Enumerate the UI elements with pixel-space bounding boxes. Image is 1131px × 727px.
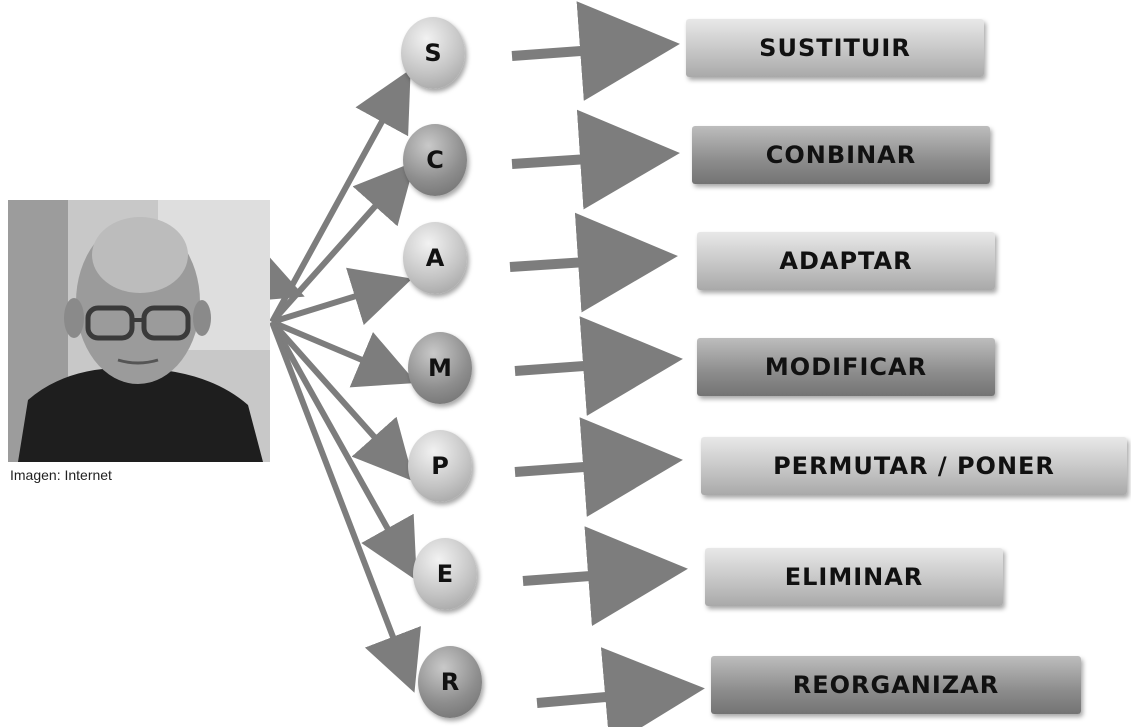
letter-circle-m: M bbox=[408, 332, 472, 404]
image-caption: Imagen: Internet bbox=[10, 467, 112, 483]
row-arrow-s bbox=[511, 1, 680, 101]
letter-circle-c: C bbox=[403, 124, 467, 196]
letter-circle-e: E bbox=[413, 538, 477, 610]
letter-circle-p: P bbox=[408, 430, 472, 502]
fan-arrow-e bbox=[269, 320, 417, 581]
step-box-modificar: MODIFICAR bbox=[697, 338, 995, 396]
row-arrow-r bbox=[536, 647, 705, 727]
portrait-photo bbox=[8, 200, 270, 462]
step-box-sustituir: SUSTITUIR bbox=[686, 19, 984, 77]
letter-circle-a: A bbox=[403, 222, 467, 294]
row-arrow-m bbox=[514, 316, 683, 416]
fan-arrow-a bbox=[271, 267, 413, 326]
step-box-conbinar: CONBINAR bbox=[692, 126, 990, 184]
fan-arrow-r bbox=[269, 320, 421, 693]
step-box-reorganizar: REORGANIZAR bbox=[711, 656, 1081, 714]
fan-arrow-m bbox=[270, 319, 417, 388]
fan-arrow-p bbox=[269, 320, 414, 482]
portrait-arrow bbox=[237, 246, 305, 303]
step-box-adaptar: ADAPTAR bbox=[697, 232, 995, 290]
row-arrow-c bbox=[511, 109, 680, 210]
row-arrow-e bbox=[522, 526, 688, 627]
letter-circle-r: R bbox=[418, 646, 482, 718]
row-arrow-a bbox=[509, 212, 678, 313]
letter-circle-s: S bbox=[401, 17, 465, 89]
row-arrow-p bbox=[514, 417, 683, 517]
step-box-permutar-poner: PERMUTAR / PONER bbox=[701, 437, 1127, 495]
step-box-eliminar: ELIMINAR bbox=[705, 548, 1003, 606]
